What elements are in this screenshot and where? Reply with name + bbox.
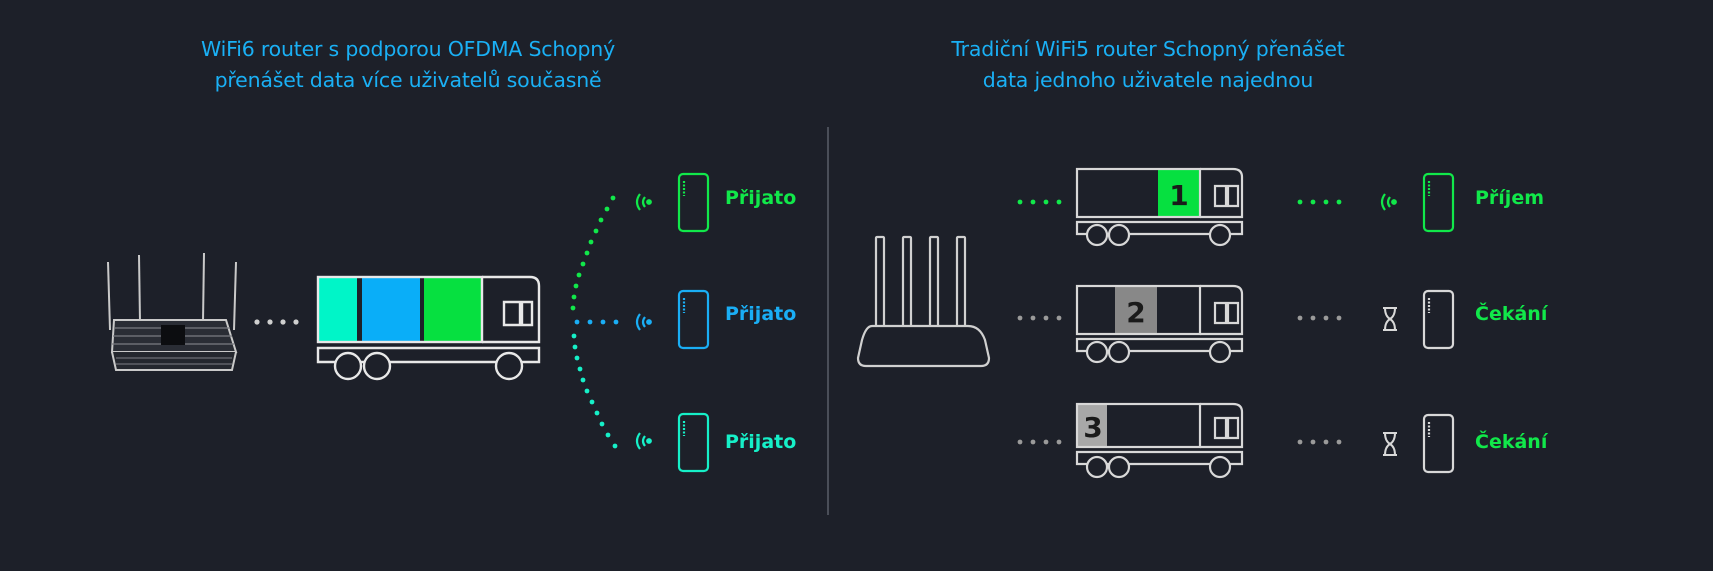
wifi5-row-2: 2 (1017, 284, 1455, 364)
wifi6-title: WiFi6 router s podporou OFDMA Schopný př… (148, 34, 668, 96)
wifi6-router-icon (107, 252, 238, 371)
device-status-label: Čekání (1475, 431, 1548, 453)
phone-icon (1422, 172, 1455, 233)
phone-icon (1422, 413, 1455, 474)
device-status-label: Čekání (1475, 303, 1548, 325)
signal-path-bottom (571, 333, 618, 449)
wifi-signal-icon (1380, 193, 1397, 211)
phone-icon (677, 289, 710, 350)
wifi5-truck-icon: 2 (1075, 284, 1244, 364)
truck-number: 2 (1126, 296, 1145, 329)
wifi5-truck-icon: 1 (1075, 167, 1244, 247)
truck-number: 1 (1169, 179, 1188, 212)
truck-to-device-dots (1297, 439, 1342, 445)
router-to-truck-dots (1017, 439, 1062, 445)
router-to-truck-dots (1017, 199, 1062, 205)
device-status-label: Přijato (725, 431, 797, 453)
wifi6-title-line2: přenášet data více uživatelů současně (214, 68, 602, 92)
device-status-label: Přijato (725, 187, 797, 209)
router-to-truck-dots (1017, 315, 1062, 321)
router-to-truck-dots (254, 319, 299, 325)
wifi-signal-icon (635, 193, 652, 211)
truck-to-device-dots (1297, 199, 1342, 205)
ofdma-signal-paths (570, 195, 619, 449)
truck-to-device-dots (1297, 315, 1342, 321)
signal-path-middle (574, 319, 619, 325)
wifi6-title-line1: WiFi6 router s podporou OFDMA Schopný (200, 37, 616, 61)
wifi6-truck-icon (316, 275, 541, 381)
wifi5-title: Tradiční WiFi5 router Schopný přenášet d… (888, 34, 1408, 96)
wifi-signal-icon (635, 432, 652, 450)
wifi5-row-3: 3 (1017, 402, 1455, 479)
hourglass-icon (1383, 307, 1397, 331)
wifi-signal-icon (635, 313, 652, 331)
wifi5-title-line1: Tradiční WiFi5 router Schopný přenášet (951, 37, 1345, 61)
truck-number: 3 (1083, 411, 1102, 444)
phone-icon (1422, 289, 1455, 350)
wifi5-router-icon (856, 235, 991, 368)
phone-icon (677, 172, 710, 233)
wifi5-row-1: 1 (1017, 167, 1455, 247)
wifi5-title-line2: data jednoho uživatele najednou (982, 68, 1314, 92)
device-status-label: Přijato (725, 303, 797, 325)
phone-icon (677, 412, 710, 473)
wifi5-truck-icon: 3 (1075, 402, 1244, 479)
hourglass-icon (1383, 432, 1397, 456)
device-status-label: Příjem (1475, 187, 1545, 209)
signal-path-top (570, 195, 616, 311)
